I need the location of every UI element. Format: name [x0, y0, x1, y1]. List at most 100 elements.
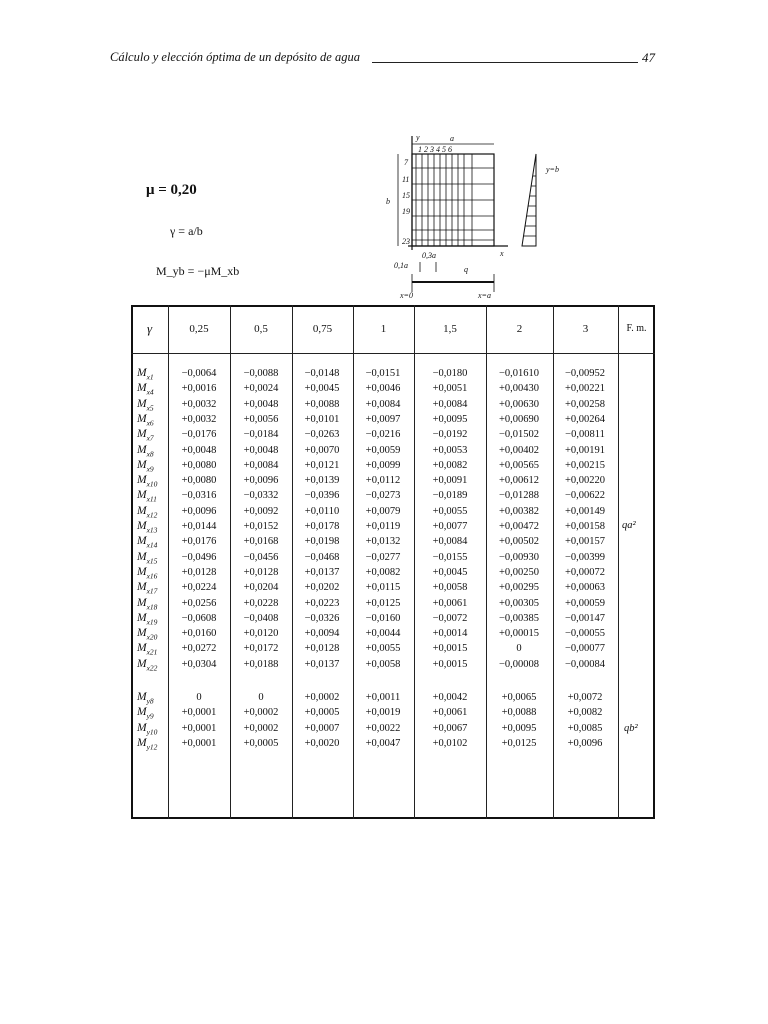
- table-cell: +0,0058: [365, 658, 401, 670]
- table-cell: +0,0099: [365, 459, 401, 471]
- table-cell: +0,0032: [181, 413, 217, 425]
- table-cell: +0,0065: [501, 692, 537, 703]
- plate-diagram: 1 2 3 4 5 6 7 11 15 19 23 a b y x y=b 0,…: [386, 133, 559, 300]
- table-cell: +0,0178: [304, 521, 340, 532]
- table-cell: −0,0408: [243, 612, 279, 624]
- row-subscript: x20: [146, 632, 158, 642]
- row-label: Mx19: [137, 612, 167, 626]
- table-cell: +0,0096: [181, 505, 217, 517]
- header-title: Cálculo y elección óptima de un depósito…: [110, 50, 360, 64]
- table-cell: +0,0005: [243, 737, 279, 749]
- table-cell: +0,00063: [564, 582, 606, 594]
- table-cell: −0,00055: [564, 628, 606, 640]
- row-subscript: x21: [146, 647, 158, 657]
- col-divider: [292, 305, 293, 819]
- table-cell: −0,0273: [365, 490, 401, 502]
- table-cell: +0,0095: [501, 722, 537, 734]
- row-subscript: x9: [146, 464, 154, 474]
- table-cell: +0,0119: [365, 521, 401, 532]
- table-cell: −0,0326: [304, 612, 340, 624]
- myb-formula: M_yb = −μM_xb: [156, 264, 240, 278]
- table-cell: −0,0277: [365, 551, 401, 563]
- diagram-dim-b: b: [386, 197, 390, 206]
- col-header-1: 0,5: [254, 323, 268, 335]
- table-cell: +0,0014: [432, 628, 468, 640]
- table-cell: +0,00221: [564, 383, 606, 395]
- table-cell: +0,0070: [304, 444, 340, 456]
- row-subscript: x5: [146, 402, 154, 412]
- col-divider: [414, 305, 415, 819]
- table-cell: +0,0272: [181, 643, 217, 655]
- row-symbol: M: [137, 721, 147, 734]
- table-cell: +0,0092: [243, 505, 279, 517]
- table-cell: +0,0045: [432, 566, 468, 578]
- table-cell: −0,0468: [304, 551, 340, 563]
- table-cell: +0,0059: [365, 444, 401, 456]
- gamma-header: γ: [146, 321, 153, 336]
- table-cell: +0,0058: [432, 582, 468, 594]
- table-cell: +0,0048: [243, 444, 279, 456]
- table-cell: +0,00072: [564, 566, 606, 578]
- row-symbol: M: [137, 489, 147, 502]
- table-cell: +0,00305: [498, 597, 540, 609]
- table-cell: +0,0001: [181, 737, 217, 749]
- table-cell: +0,0055: [365, 643, 401, 655]
- table-cell: +0,0088: [304, 398, 340, 410]
- table-cell: +0,0002: [243, 707, 279, 719]
- table-cell: −0,0151: [365, 368, 401, 379]
- table-cell: +0,0067: [432, 722, 468, 734]
- table-cell: −0,0192: [432, 429, 468, 441]
- table-cell: +0,0082: [432, 459, 468, 471]
- row-symbol: M: [137, 642, 147, 655]
- row-label: Mx12: [137, 505, 167, 519]
- table-cell: +0,0080: [181, 475, 217, 487]
- row-label: Mx4: [137, 382, 167, 396]
- table-cell: +0,0125: [501, 737, 537, 749]
- col-header-5: 2: [516, 323, 523, 335]
- table-cell: +0,0095: [432, 413, 468, 425]
- table-cell: +0,0202: [304, 582, 340, 594]
- table-cell: +0,0084: [432, 536, 468, 548]
- col-divider: [618, 305, 619, 819]
- row-label: Mx6: [137, 413, 167, 427]
- table-cell: −0,00077: [564, 643, 606, 655]
- table-cell: +0,0016: [181, 383, 217, 395]
- table-cell: +0,00430: [498, 383, 540, 395]
- table-cell: +0,00472: [498, 521, 540, 532]
- table-cell: +0,0096: [567, 737, 603, 749]
- table-cell: +0,0011: [365, 692, 401, 703]
- table-cell: +0,0051: [432, 383, 468, 395]
- table-cell: +0,0024: [243, 383, 279, 395]
- col-divider: [553, 305, 554, 819]
- table-cell: +0,0110: [304, 505, 340, 517]
- table-cell: −0,00147: [564, 612, 606, 624]
- row-label: Mx18: [137, 597, 167, 611]
- row-label: Mx11: [137, 489, 167, 503]
- row-subscript: x19: [146, 617, 158, 627]
- table-cell: +0,0224: [181, 582, 217, 594]
- row-symbol: M: [137, 691, 147, 703]
- table-cell: +0,0022: [365, 722, 401, 734]
- row-label: Mx14: [137, 535, 167, 549]
- row-subscript: x18: [146, 601, 158, 611]
- table-cell: +0,00157: [564, 536, 606, 548]
- row-subscript: x17: [146, 586, 158, 596]
- table-cell: +0,0128: [304, 643, 340, 655]
- table-cell: +0,00191: [564, 444, 606, 456]
- row-subscript: y8: [146, 696, 154, 706]
- row-label: My8: [137, 691, 167, 705]
- row-symbol: M: [137, 736, 147, 749]
- table-cell: +0,00149: [564, 505, 606, 517]
- row-label: Mx1: [137, 367, 167, 381]
- table-cell: −0,00930: [498, 551, 540, 563]
- fm-y-unit: qb²: [624, 723, 638, 734]
- table-cell: +0,0101: [304, 413, 340, 425]
- row-symbol: M: [137, 443, 147, 456]
- row-subscript: x22: [146, 662, 158, 672]
- table-cell: +0,0172: [243, 643, 279, 655]
- row-subscript: x7: [146, 433, 154, 443]
- row-subscript: x4: [146, 387, 154, 397]
- fm-header: F. m.: [626, 323, 647, 334]
- table-cell: −0,00385: [498, 612, 540, 624]
- row-subscript: x16: [146, 571, 158, 581]
